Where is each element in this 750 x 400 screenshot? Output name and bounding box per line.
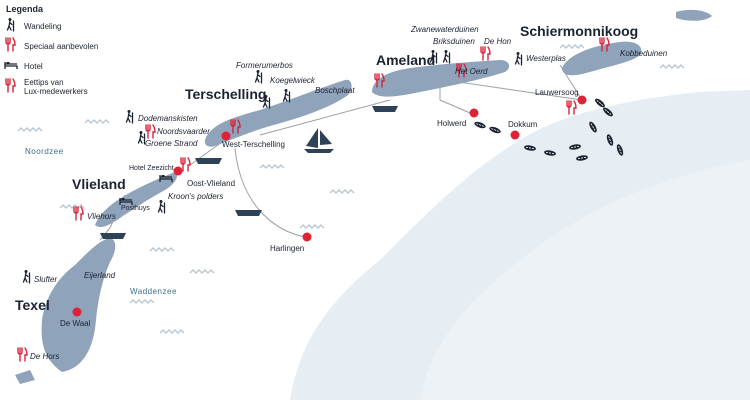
schiermonnikoog-island [562, 41, 642, 76]
rottumerplaat [676, 9, 712, 21]
place-label-noordsvaarder: Noordsvaarder [157, 127, 210, 136]
vlieland-island [95, 172, 177, 228]
island-label-vlieland: Vlieland [72, 176, 126, 192]
town-label-oost-vlieland: Oost-Vlieland [187, 179, 236, 188]
town-label-harlingen: Harlingen [270, 244, 305, 253]
island-label-schiermonnikoog: Schiermonnikoog [520, 23, 639, 39]
legend-label-hotel: Hotel [24, 62, 43, 71]
place-label-zwanewaterduinen: Zwanewaterduinen [411, 25, 479, 34]
island-label-texel: Texel [15, 297, 50, 313]
ferry-boats [100, 106, 398, 239]
legend-item-wandeling: Wandeling [24, 22, 62, 31]
place-label-hotel-zeezicht: Hotel Zeezicht [129, 165, 174, 172]
texel-island [41, 238, 116, 372]
ameland-island [372, 60, 510, 97]
legend-title: Legenda [6, 4, 44, 14]
place-label-posthuys: Posthuys [121, 205, 150, 212]
place-label-dodemanskisten: Dodemanskisten [138, 114, 198, 123]
island-label-terschelling: Terschelling [185, 86, 267, 102]
town-label-dokkum: Dokkum [508, 120, 538, 129]
legend-item-hotel: Hotel [24, 62, 43, 71]
island-label-ameland: Ameland [376, 52, 436, 68]
place-label-boschplaat: Boschplaat [315, 86, 355, 95]
legend-item-eettips: Eettips van Lux-medewerkers [24, 78, 88, 96]
place-label-westerplas: Westerplas [526, 54, 566, 63]
sea-label-noordzee: Noordzee [25, 147, 64, 156]
place-label-het-oerd: Het Oerd [455, 67, 488, 76]
town-label-west-terschelling: West-Terschelling [222, 140, 285, 149]
place-label-de-hon: De Hon [484, 37, 512, 46]
sea-label-waddenzee: Waddenzee [130, 287, 177, 296]
place-label-vliehors: Vliehors [87, 212, 116, 221]
texel-south-tip [15, 370, 35, 384]
place-label-kobbeduinen: Kobbeduinen [620, 49, 668, 58]
legend-label-wandeling: Wandeling [24, 22, 62, 31]
town-dots [72, 95, 587, 317]
place-label-formerumerbos: Formerumerbos [236, 61, 293, 70]
place-label-kroons-polders: Kroon's polders [168, 192, 224, 201]
mainland-shade [420, 160, 750, 400]
place-label-de-hors: De Hors [30, 352, 60, 361]
legend-label-eettips-2: Lux-medewerkers [24, 87, 88, 97]
place-label-slufter: Slufter [34, 275, 58, 284]
town-label-lauwersoog: Lauwersoog [535, 88, 579, 97]
place-label-groene-strand: Groene Strand [145, 139, 198, 148]
place-label-koegelwieck: Koegelwieck [270, 76, 315, 85]
town-label-holwerd: Holwerd [437, 119, 467, 128]
legend-icons [4, 17, 18, 93]
place-label-eijerland: Eijerland [84, 271, 116, 280]
legend-item-speciaal: Speciaal aanbevolen [24, 42, 98, 51]
place-label-briksduinen: Briksduinen [433, 37, 475, 46]
terschelling-island [204, 79, 352, 147]
sailboat [304, 128, 334, 153]
legend-label-eettips-1: Eettips van [24, 78, 64, 87]
town-label-de-waal: De Waal [60, 319, 91, 328]
legend-label-speciaal: Speciaal aanbevolen [24, 42, 99, 51]
